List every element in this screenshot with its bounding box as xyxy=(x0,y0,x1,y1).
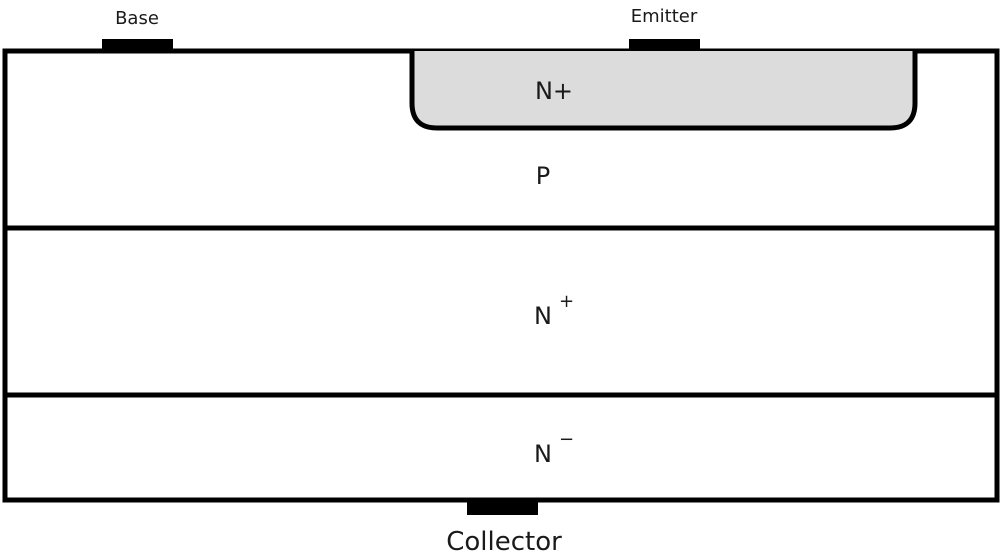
collector-n-plus-label-sup: + xyxy=(559,291,574,312)
collector-contact xyxy=(467,500,538,515)
base-layer-label: P xyxy=(536,162,550,190)
emitter-well-label-suffix: + xyxy=(553,77,573,105)
base-contact xyxy=(102,39,173,51)
collector-n-minus-label-sup: − xyxy=(559,429,574,450)
svg-text:N+: N+ xyxy=(535,77,573,105)
emitter-well-label: N+ xyxy=(535,77,573,105)
emitter-label: Emitter xyxy=(631,6,698,27)
collector-n-minus-label-base: N xyxy=(534,440,552,468)
base-label: Base xyxy=(115,8,159,29)
collector-label: Collector xyxy=(446,527,562,556)
emitter-contact xyxy=(629,39,700,51)
collector-n-minus-label: N − xyxy=(534,429,574,468)
emitter-n-plus-well xyxy=(409,51,918,131)
collector-n-plus-label-base: N xyxy=(534,302,552,330)
emitter-well-label-base: N xyxy=(535,77,553,105)
collector-n-plus-label: N + xyxy=(534,291,574,330)
